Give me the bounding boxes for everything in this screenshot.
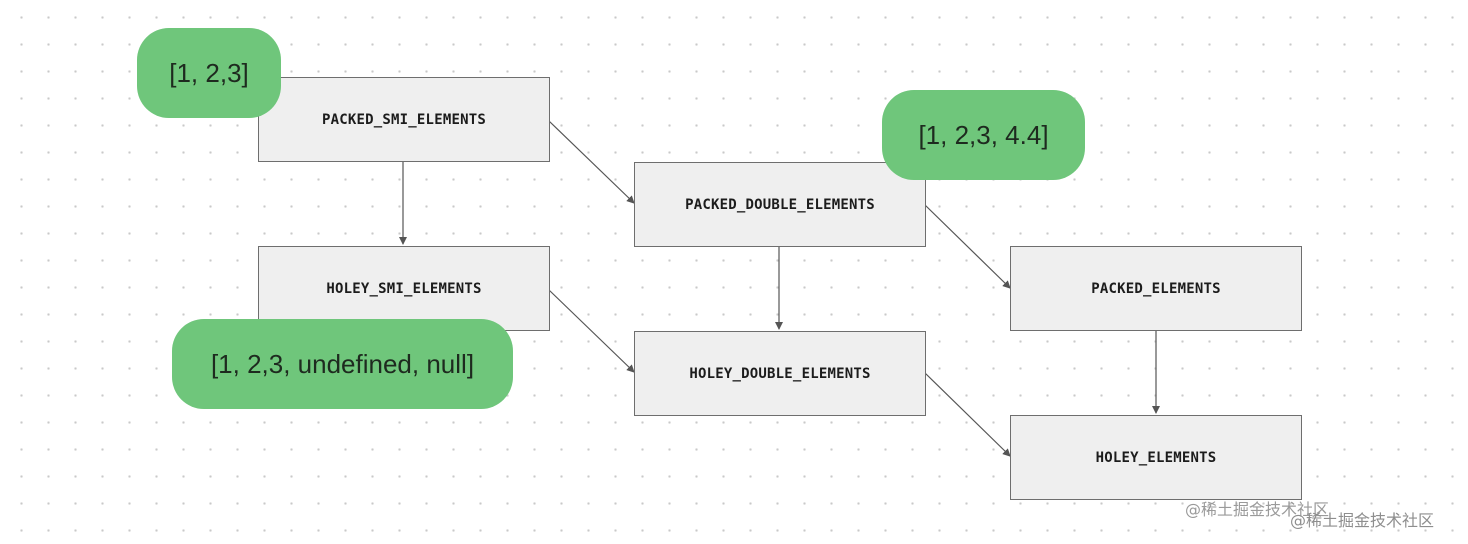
node-packed-smi-elements: PACKED_SMI_ELEMENTS (258, 77, 550, 162)
node-packed-elements: PACKED_ELEMENTS (1010, 246, 1302, 331)
example-holey-array: [1, 2,3, undefined, null] (172, 319, 513, 409)
node-holey-elements: HOLEY_ELEMENTS (1010, 415, 1302, 500)
node-packed-double-elements: PACKED_DOUBLE_ELEMENTS (634, 162, 926, 247)
node-holey-smi-elements: HOLEY_SMI_ELEMENTS (258, 246, 550, 331)
watermark-text-duplicate: @稀土掘金技术社区 (1290, 511, 1435, 530)
arrow-packed-smi-to-packed-double (548, 120, 635, 204)
node-holey-double-elements: HOLEY_DOUBLE_ELEMENTS (634, 331, 926, 416)
watermark-text: @稀土掘金技术社区 (1185, 500, 1330, 519)
example-smi-array: [1, 2,3] (137, 28, 281, 118)
arrow-packed-double-to-packed (924, 204, 1011, 289)
example-double-array: [1, 2,3, 4.4] (882, 90, 1085, 180)
arrow-holey-double-to-holey (924, 372, 1011, 457)
arrow-holey-smi-to-holey-double (548, 289, 635, 373)
